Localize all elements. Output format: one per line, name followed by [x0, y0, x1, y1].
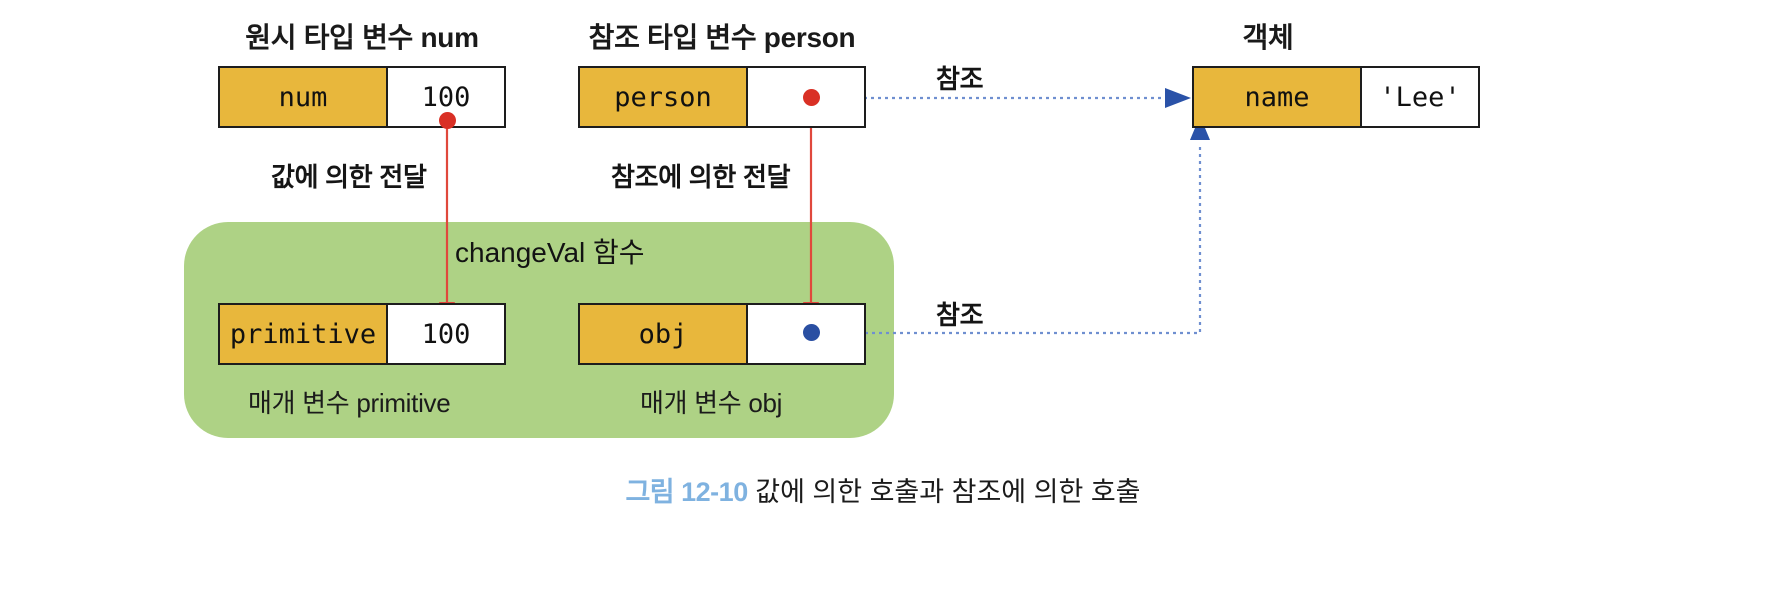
label-pass-by-reference: 참조에 의한 전달 — [611, 162, 791, 192]
label-reference-top: 참조 — [936, 64, 984, 94]
column-title-person: 참조 타입 변수 person — [588, 22, 856, 53]
label-changeval-function: changeVal 함수 — [455, 237, 645, 268]
variable-box-obj: obj — [578, 303, 866, 365]
variable-box-primitive-value: 100 — [388, 305, 504, 363]
label-reference-bottom: 참조 — [936, 300, 984, 330]
red-dot-num — [439, 112, 456, 129]
variable-box-num: num 100 — [218, 66, 506, 128]
figure-caption: 그림 12-10 값에 의한 호출과 참조에 의한 호출 — [0, 470, 1766, 509]
column-title-num: 원시 타입 변수 num — [245, 22, 479, 53]
variable-box-primitive-key: primitive — [220, 305, 388, 363]
red-dot-person — [803, 89, 820, 106]
variable-box-object: name 'Lee' — [1192, 66, 1480, 128]
variable-box-primitive: primitive 100 — [218, 303, 506, 365]
variable-box-obj-key: obj — [580, 305, 748, 363]
variable-box-object-value: 'Lee' — [1362, 68, 1478, 126]
label-param-obj: 매개 변수 obj — [640, 388, 783, 418]
variable-box-person: person — [578, 66, 866, 128]
blue-dot-obj — [803, 324, 820, 341]
variable-box-person-key: person — [580, 68, 748, 126]
figure-caption-text: 값에 의한 호출과 참조에 의한 호출 — [755, 477, 1141, 507]
column-title-object: 객체 — [1242, 22, 1294, 53]
variable-box-object-key: name — [1194, 68, 1362, 126]
figure-caption-number: 그림 12-10 — [625, 477, 748, 507]
label-pass-by-value: 값에 의한 전달 — [271, 162, 427, 192]
variable-box-num-key: num — [220, 68, 388, 126]
label-param-primitive: 매개 변수 primitive — [248, 388, 451, 418]
arrow-reference-top — [815, 88, 1191, 108]
